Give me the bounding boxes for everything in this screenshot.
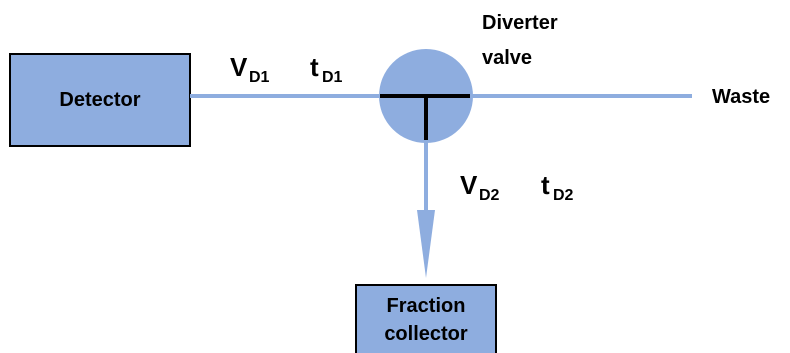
valve-label-line1: Diverter xyxy=(482,12,558,34)
delay-time-d1: t D1 xyxy=(310,52,343,86)
fraction-collector-label-line2: collector xyxy=(384,323,468,345)
fraction-collector-block: Fraction collector xyxy=(355,284,497,353)
v-d2-subscript: D2 xyxy=(479,187,500,204)
flow-arrow-down xyxy=(417,210,435,278)
t-d2-subscript: D2 xyxy=(553,187,574,204)
v-d2-symbol: V xyxy=(460,170,478,200)
delay-volume-d2: V D2 xyxy=(460,170,500,204)
waste-label: Waste xyxy=(712,86,770,108)
t-d2-symbol: t xyxy=(541,170,550,200)
v-d1-symbol: V xyxy=(230,52,248,82)
t-d1-subscript: D1 xyxy=(322,69,343,86)
detector-block: Detector xyxy=(9,53,191,147)
delay-volume-d1: V D1 xyxy=(230,52,270,86)
delay-time-d2: t D2 xyxy=(541,170,574,204)
fraction-collector-box xyxy=(355,284,497,353)
detector-box xyxy=(9,53,191,147)
v-d1-subscript: D1 xyxy=(249,69,270,86)
t-d1-symbol: t xyxy=(310,52,319,82)
fraction-collector-label-line1: Fraction xyxy=(387,295,466,317)
valve-label-line2: valve xyxy=(482,47,532,69)
detector-label: Detector xyxy=(59,89,140,111)
